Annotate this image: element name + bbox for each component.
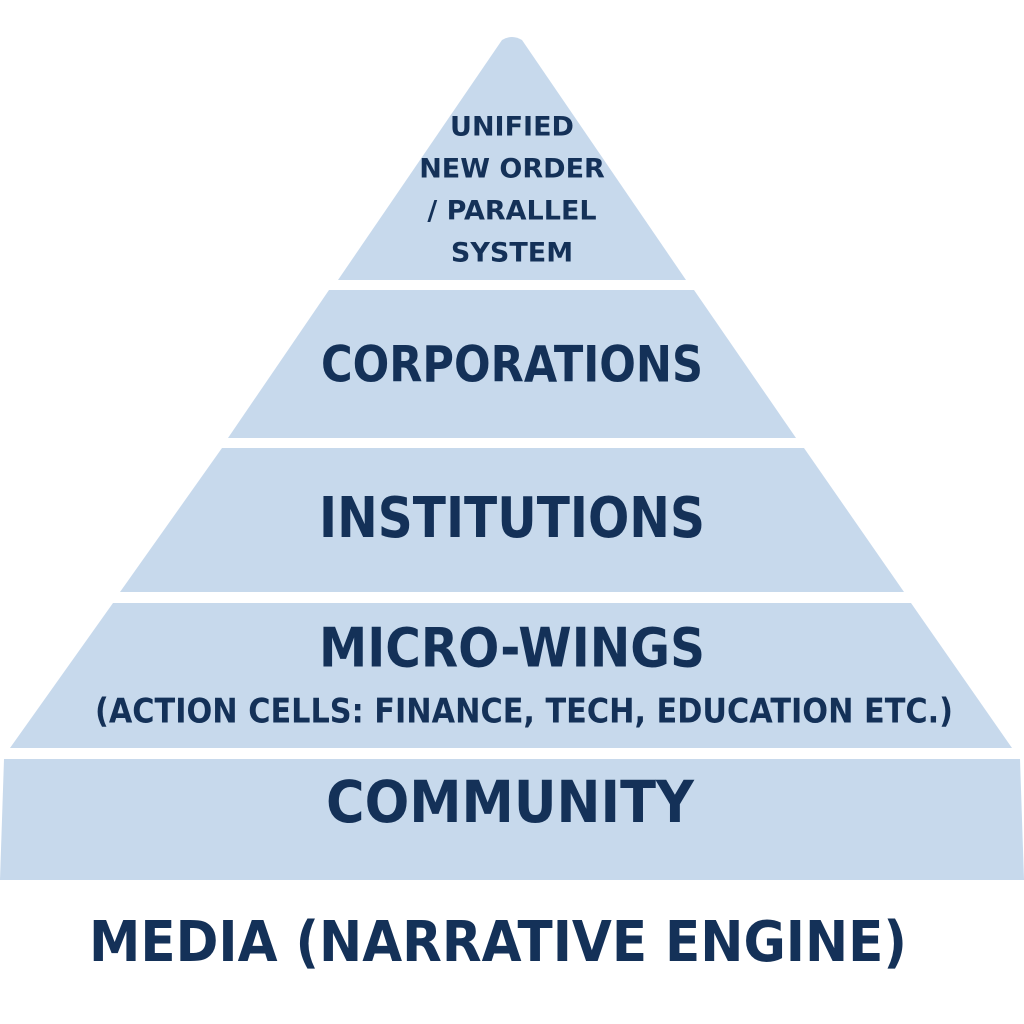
tier-apex-line-4: SYSTEM (451, 238, 573, 269)
tier-micro-wings-sublabel: (ACTION CELLS: FINANCE, TECH, EDUCATION … (95, 692, 953, 732)
tier-community-label: COMMUNITY (326, 768, 695, 836)
tier-institutions-shape (120, 448, 904, 592)
tier-apex-line-3: / PARALLEL (427, 196, 596, 227)
tier-micro-wings-label: MICRO-WINGS (319, 617, 705, 680)
tier-apex-shape (338, 37, 686, 280)
tier-institutions-label: INSTITUTIONS (319, 486, 705, 551)
tier-corporations-label: CORPORATIONS (321, 336, 703, 394)
tier-corporations-shape (228, 290, 796, 438)
tier-community-shape (0, 759, 1024, 880)
tier-apex-line-2: NEW ORDER (419, 154, 605, 185)
tier-micro-wings-shape (10, 603, 1012, 748)
foundation-media-label: MEDIA (NARRATIVE ENGINE) (89, 910, 907, 975)
tier-apex-line-1: UNIFIED (450, 112, 574, 143)
